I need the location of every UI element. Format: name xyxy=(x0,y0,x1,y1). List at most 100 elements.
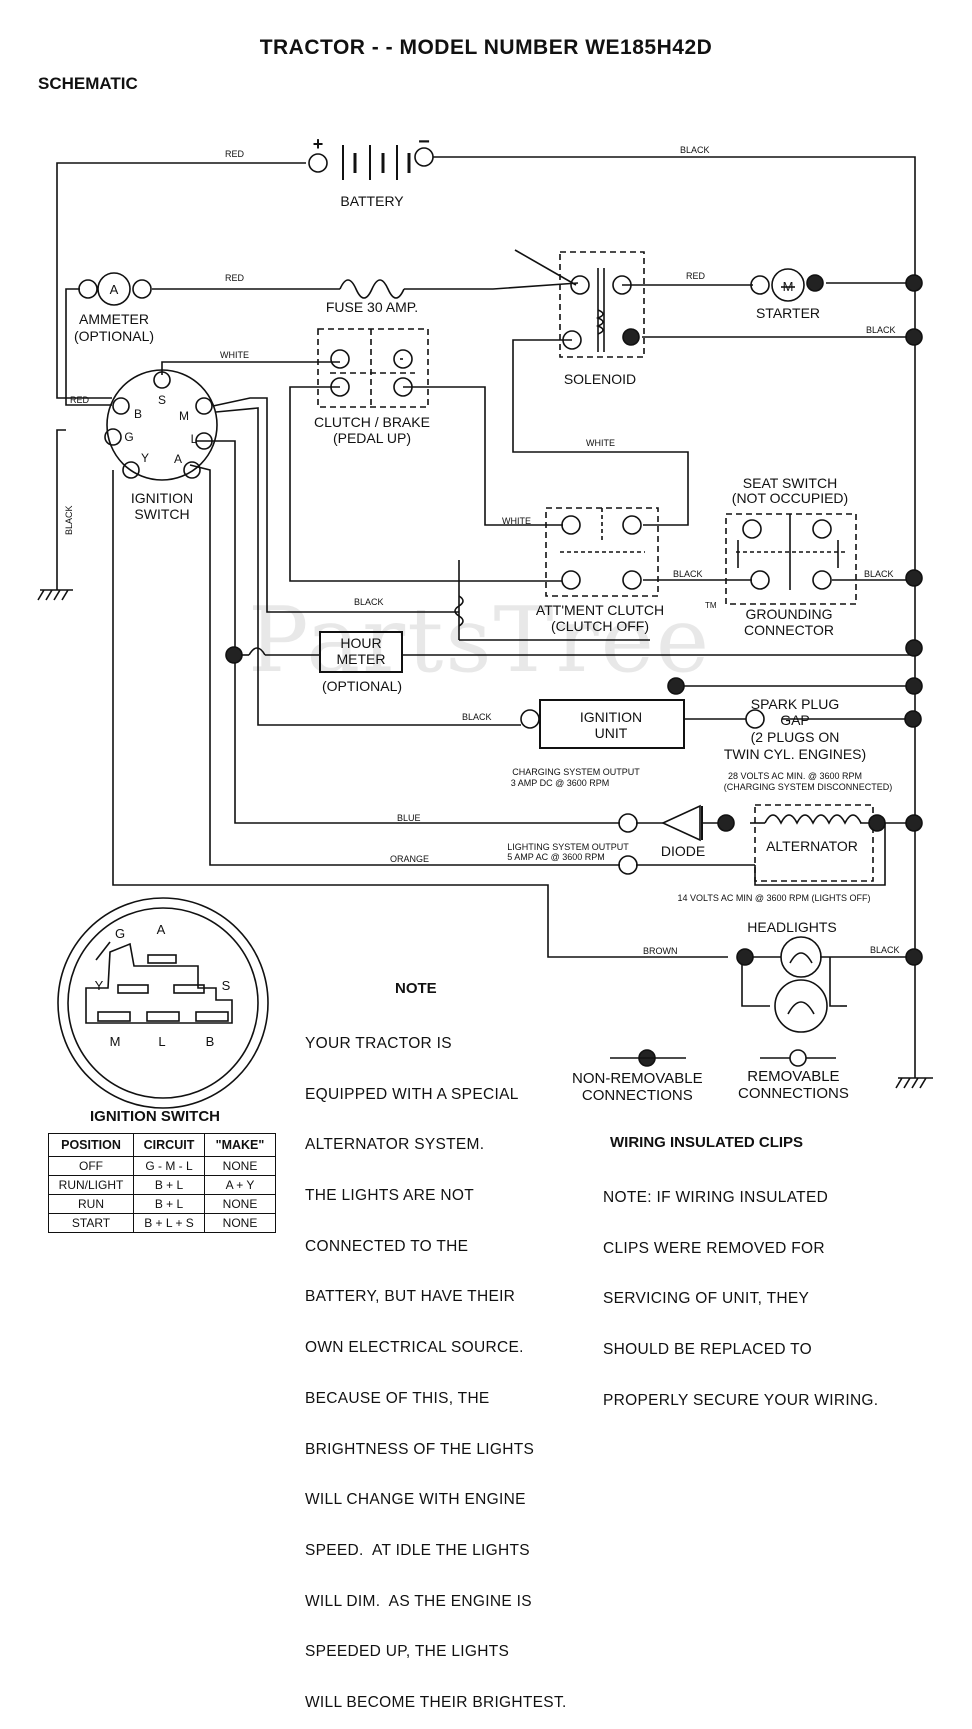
ammeter-symbol-letter: A xyxy=(110,282,119,297)
cell-make: A + Y xyxy=(204,1175,276,1195)
ignition-switch-table: POSITION CIRCUIT "MAKE" OFF G - M - L NO… xyxy=(48,1133,276,1233)
schematic-labels: + − BATTERY RED BLACK RED RED BLACK RED … xyxy=(64,131,900,1049)
schematic-heading: SCHEMATIC xyxy=(38,74,138,93)
fuse-label: FUSE 30 AMP. xyxy=(326,299,418,315)
wire-label-red-left: RED xyxy=(70,395,90,405)
spark-plug-label-1: SPARK PLUG xyxy=(751,696,839,712)
ground-symbols xyxy=(37,589,933,1089)
ignition-terminal-m: M xyxy=(179,409,189,423)
connector-label-l: L xyxy=(158,1034,165,1049)
lighting-output-label-1: LIGHTING SYSTEM OUTPUT xyxy=(507,842,629,852)
wire-label-black-headlights: BLACK xyxy=(870,945,900,955)
charging-output-label-2: 3 AMP DC @ 3600 RPM xyxy=(511,778,610,788)
battery-minus-sign: − xyxy=(418,131,430,153)
note-line: WILL DIM. AS THE ENGINE IS xyxy=(305,1592,532,1610)
connector-label-a: A xyxy=(157,922,166,937)
ignition-terminal-a: A xyxy=(174,452,182,466)
alternator-label: ALTERNATOR xyxy=(766,838,858,854)
wires xyxy=(56,156,916,1078)
ignition-connector-diagram xyxy=(57,897,269,1109)
grounding-connector-label-1: GROUNDING xyxy=(745,606,832,622)
ignition-switch-symbol xyxy=(104,369,218,481)
wire-label-black-coil: BLACK xyxy=(354,597,384,607)
legend-removable: REMOVABLE CONNECTIONS xyxy=(738,1068,849,1102)
ignition-unit-label-2: UNIT xyxy=(595,725,628,741)
cell-circuit: G - M - L xyxy=(133,1156,205,1176)
note-line: EQUIPPED WITH A SPECIAL xyxy=(305,1085,519,1103)
ignition-switch-label-1: IGNITION xyxy=(131,490,193,506)
header-position: POSITION xyxy=(48,1133,134,1157)
table-row: START B + L + S NONE xyxy=(48,1213,276,1233)
connector-label-b: B xyxy=(206,1034,215,1049)
wiring-clips-title: WIRING INSULATED CLIPS xyxy=(610,1134,804,1151)
page-title: TRACTOR - - MODEL NUMBER WE185H42D xyxy=(259,36,713,59)
ignition-unit-symbol xyxy=(520,699,765,749)
diode-label: DIODE xyxy=(661,843,705,859)
table-row: RUN B + L NONE xyxy=(48,1194,276,1214)
seat-switch-symbol xyxy=(725,513,857,605)
wire-label-brown: BROWN xyxy=(643,946,678,956)
wire-label-black-solenoid: BLACK xyxy=(866,325,896,335)
cell-position: START xyxy=(48,1213,134,1233)
note-line: CONNECTED TO THE xyxy=(305,1237,469,1255)
cell-position: RUN/LIGHT xyxy=(48,1175,134,1195)
ignition-unit-label-1: IGNITION xyxy=(580,709,642,725)
volts-28-label-2: (CHARGING SYSTEM DISCONNECTED) xyxy=(724,782,893,792)
wire-label-red-top: RED xyxy=(225,149,245,159)
wiring-clips-line: CLIPS WERE REMOVED FOR xyxy=(603,1239,825,1257)
hour-meter-label-1: HOUR xyxy=(340,635,381,651)
connector-label-y: Y xyxy=(95,978,104,993)
lighting-output-label-2: 5 AMP AC @ 3600 RPM xyxy=(507,852,605,862)
wiring-clips-body: NOTE: IF WIRING INSULATED CLIPS WERE REM… xyxy=(603,1156,878,1427)
wire-label-white-mid: WHITE xyxy=(586,438,615,448)
legend-non-removable: NON-REMOVABLE CONNECTIONS xyxy=(572,1070,703,1104)
note-line: BECAUSE OF THIS, THE xyxy=(305,1389,490,1407)
note-line: ALTERNATOR SYSTEM. xyxy=(305,1136,485,1154)
battery-plus-sign: + xyxy=(313,134,324,154)
spark-plug-label-2: GAP xyxy=(780,712,810,728)
clutch-brake-label-1: CLUTCH / BRAKE xyxy=(314,414,430,430)
cell-circuit: B + L xyxy=(133,1194,205,1214)
diode-symbol xyxy=(618,804,703,875)
note-title: NOTE xyxy=(395,980,437,997)
alternator-symbol xyxy=(754,804,874,882)
wire-label-black-ignition: BLACK xyxy=(462,712,492,722)
headlights-symbol xyxy=(774,936,828,1033)
hour-meter-optional-label: (OPTIONAL) xyxy=(322,678,402,694)
ignition-terminal-s: S xyxy=(158,393,166,407)
wiring-clips-line: NOTE: IF WIRING INSULATED xyxy=(603,1188,829,1206)
ignition-terminal-b: B xyxy=(134,407,142,421)
seat-switch-label-1: SEAT SWITCH xyxy=(743,475,837,491)
attachment-clutch-symbol xyxy=(545,507,659,597)
starter-symbol xyxy=(750,268,805,302)
attachment-clutch-label-2: (CLUTCH OFF) xyxy=(551,618,649,634)
starter-symbol-letter: M xyxy=(783,279,794,294)
table-row: RUN/LIGHT B + L A + Y xyxy=(48,1175,276,1195)
ignition-terminal-l: L xyxy=(191,432,198,446)
table-row: OFF G - M - L NONE xyxy=(48,1156,276,1176)
ignition-terminal-g: G xyxy=(124,430,133,444)
ammeter-symbol xyxy=(78,272,152,306)
cell-position: RUN xyxy=(48,1194,134,1214)
hour-meter-symbol xyxy=(248,631,403,673)
ammeter-optional-label: (OPTIONAL) xyxy=(74,328,154,344)
wire-label-black-attach: BLACK xyxy=(673,569,703,579)
attachment-clutch-label-1: ATT'MENT CLUTCH xyxy=(536,602,664,618)
fuse-symbol xyxy=(339,279,405,299)
battery-symbol xyxy=(308,145,434,180)
table-header-row: POSITION CIRCUIT "MAKE" xyxy=(48,1133,276,1157)
hour-meter-label-2: METER xyxy=(337,651,386,667)
wire-label-white-top: WHITE xyxy=(220,350,249,360)
wiring-clips-line: SERVICING OF UNIT, THEY xyxy=(603,1290,810,1308)
note-line: SPEEDED UP, THE LIGHTS xyxy=(305,1643,510,1661)
starter-label: STARTER xyxy=(756,305,820,321)
note-line: THE LIGHTS ARE NOT xyxy=(305,1186,475,1204)
note-line: WILL BECOME THEIR BRIGHTEST. xyxy=(305,1694,567,1712)
wiring-schematic: + − BATTERY RED BLACK RED RED BLACK RED … xyxy=(37,131,933,1109)
cell-make: NONE xyxy=(204,1213,276,1233)
headlights-label: HEADLIGHTS xyxy=(747,919,836,935)
note-line: BATTERY, BUT HAVE THEIR xyxy=(305,1288,516,1306)
note-line: WILL CHANGE WITH ENGINE xyxy=(305,1491,526,1509)
ignition-table-title: IGNITION SWITCH xyxy=(90,1108,220,1125)
solenoid-label: SOLENOID xyxy=(564,371,636,387)
